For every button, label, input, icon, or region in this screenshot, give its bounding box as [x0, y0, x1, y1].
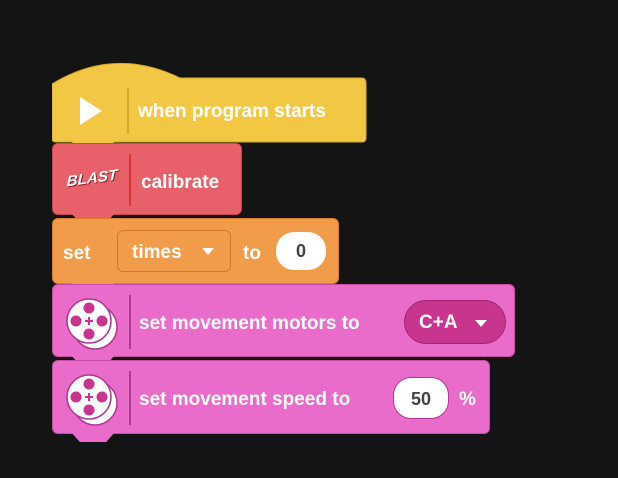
set-variable-block[interactable]: set times to 0: [52, 218, 339, 292]
block-label: set movement speed to: [139, 389, 351, 410]
value-input[interactable]: 0: [276, 232, 326, 270]
chevron-down-icon: [202, 248, 214, 255]
separator: [129, 371, 131, 425]
chevron-down-icon: [475, 320, 487, 327]
block-label: calibrate: [141, 172, 220, 193]
set-movement-speed-block[interactable]: set movement speed to 50 %: [52, 360, 490, 442]
set-label: set: [63, 243, 91, 264]
block-notch: [71, 432, 115, 442]
motors-dropdown[interactable]: C+A: [404, 300, 506, 344]
motor-pair-icon: [66, 374, 118, 426]
to-label: to: [243, 243, 261, 264]
block-label: when program starts: [138, 101, 326, 122]
blast-logo-icon: BLAST: [66, 166, 118, 191]
variable-dropdown[interactable]: times: [117, 230, 231, 272]
variable-name: times: [132, 242, 182, 263]
hat-block-shape: [52, 62, 367, 146]
speed-input[interactable]: 50: [393, 377, 449, 419]
separator: [129, 295, 131, 349]
calibrate-block[interactable]: BLAST calibrate: [52, 143, 242, 223]
motor-pair-icon: [66, 298, 118, 350]
set-movement-motors-block[interactable]: set movement motors to C+A: [52, 284, 515, 365]
block-label: set movement motors to: [139, 313, 360, 334]
motors-value: C+A: [419, 312, 458, 333]
play-icon: [80, 97, 102, 125]
percent-label: %: [459, 389, 476, 410]
separator: [129, 154, 131, 206]
